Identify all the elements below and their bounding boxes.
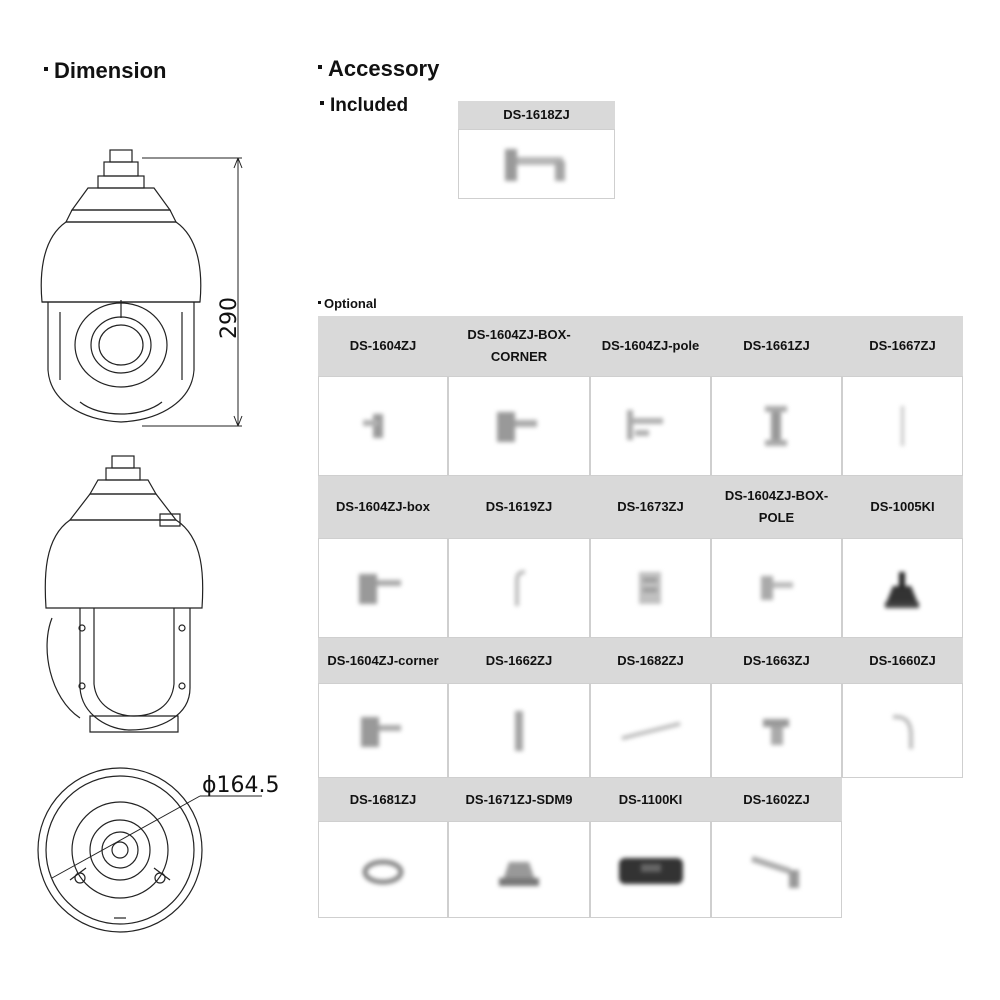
optional-item-image — [448, 376, 590, 476]
optional-item-image — [590, 538, 711, 638]
optional-item-model: DS-1660ZJ — [842, 638, 963, 683]
dimension-heading: Dimension — [44, 58, 166, 84]
optional-item-image — [711, 376, 842, 476]
optional-item-image — [842, 376, 963, 476]
bullet-icon — [320, 100, 324, 105]
optional-item-image — [842, 538, 963, 638]
corner-mount-icon — [361, 716, 401, 747]
network-keyboard-icon — [618, 857, 683, 884]
optional-item-model: DS-1667ZJ — [842, 316, 963, 376]
pole-mount-icon — [626, 410, 663, 440]
optional-item-model: DS-1604ZJ-box — [318, 476, 448, 538]
optional-item-image — [448, 538, 590, 638]
optional-item-model: DS-1602ZJ — [711, 778, 842, 821]
optional-item-model: DS-1604ZJ-corner — [318, 638, 448, 683]
long-pendant-icon — [900, 406, 904, 446]
optional-item-model: DS-1662ZJ — [448, 638, 590, 683]
bullet-icon — [44, 67, 48, 72]
optional-item-model: DS-1682ZJ — [590, 638, 711, 683]
diameter-dimension-label: ϕ164.5 — [202, 773, 280, 798]
optional-item-model: DS-1604ZJ-pole — [590, 316, 711, 376]
parapet-mount-icon — [892, 714, 913, 749]
mount-adapter-icon — [363, 414, 383, 438]
optional-item-image — [318, 376, 448, 476]
optional-item-model: DS-1100KI — [590, 778, 711, 821]
optional-item-model: DS-1619ZJ — [448, 476, 590, 538]
bullet-icon — [318, 65, 322, 70]
ceiling-mount-icon — [762, 718, 789, 745]
wall-arm-icon — [750, 855, 799, 888]
hook-mount-icon — [515, 570, 526, 606]
camera-bottom-view-drawing: ϕ164.5 — [37, 767, 280, 933]
bullet-icon — [318, 301, 321, 305]
optional-item-model: DS-1604ZJ-BOX-POLE — [711, 476, 842, 538]
included-item-image — [458, 129, 615, 199]
height-dimension-label: 290 — [217, 297, 242, 339]
optional-item-model: DS-1673ZJ — [590, 476, 711, 538]
optional-item-image — [711, 538, 842, 638]
optional-item-model: DS-1604ZJ-BOX-CORNER — [448, 316, 590, 376]
joystick-keyboard-icon — [884, 572, 919, 608]
optional-heading: Optional — [318, 296, 377, 311]
optional-item-image — [590, 821, 711, 918]
optional-item-image — [318, 683, 448, 778]
optional-item-image — [318, 821, 448, 918]
camera-side-view-drawing — [44, 455, 204, 733]
wall-mount-bracket-icon — [504, 149, 565, 181]
optional-item-image — [590, 376, 711, 476]
accessory-heading: Accessory — [318, 56, 439, 82]
optional-item-model: DS-1671ZJ-SDM9 — [448, 778, 590, 821]
optional-item-image — [711, 821, 842, 918]
junction-box-icon — [638, 572, 661, 604]
optional-item-model: DS-1005KI — [842, 476, 963, 538]
included-heading: Included — [320, 95, 408, 117]
long-arm-icon — [620, 721, 681, 740]
ring-adapter-icon — [362, 859, 404, 884]
box-mount-icon — [359, 574, 401, 604]
optional-item-image — [448, 821, 590, 918]
optional-item-image — [590, 683, 711, 778]
optional-item-model: DS-1681ZJ — [318, 778, 448, 821]
in-ceiling-mount-icon — [499, 861, 539, 886]
optional-item-image — [842, 683, 963, 778]
optional-item-model: DS-1604ZJ — [318, 316, 448, 376]
camera-front-view-drawing: 290 — [40, 149, 243, 427]
box-corner-mount-icon — [497, 412, 537, 442]
optional-item-image — [318, 538, 448, 638]
optional-item-image — [711, 683, 842, 778]
box-pole-mount-icon — [760, 576, 793, 600]
optional-item-image — [448, 683, 590, 778]
optional-item-model: DS-1663ZJ — [711, 638, 842, 683]
pendant-pipe-icon — [515, 710, 523, 751]
pendant-mount-icon — [764, 406, 787, 446]
optional-item-model: DS-1661ZJ — [711, 316, 842, 376]
included-item-model: DS-1618ZJ — [458, 101, 615, 129]
